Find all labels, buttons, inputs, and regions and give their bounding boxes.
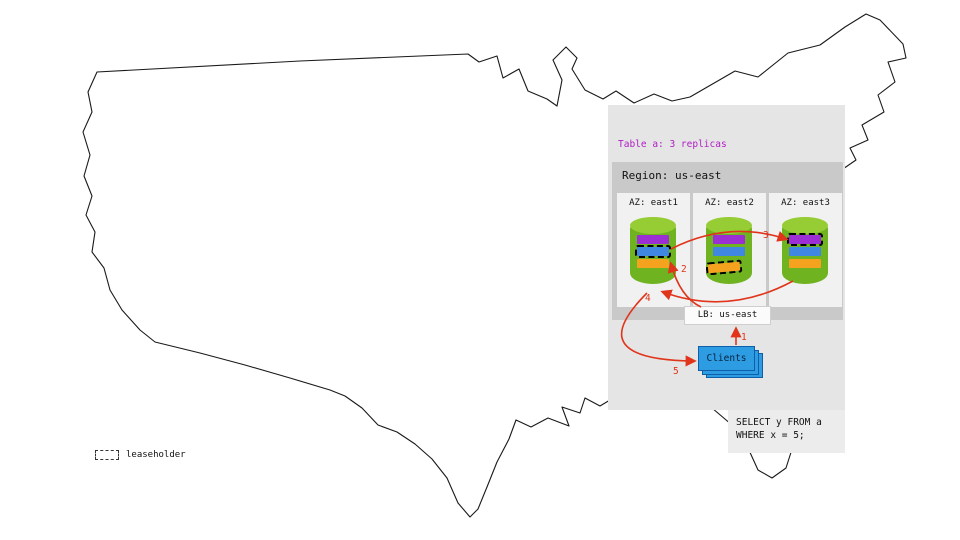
replica-table-a-leaseholder xyxy=(787,233,823,246)
clients-label: Clients xyxy=(698,346,755,371)
az-box-east3: AZ: east3 xyxy=(769,193,842,307)
sql-query-line2: WHERE x = 5; xyxy=(736,430,805,441)
load-balancer-box: LB: us-east xyxy=(684,306,771,325)
legend-item-table-a: Table a: 3 replicas xyxy=(618,139,727,150)
db-cylinder-east1 xyxy=(630,217,676,284)
replica-bars-east2 xyxy=(705,235,745,276)
region-title: Region: us-east xyxy=(622,169,722,182)
leaseholder-legend: leaseholder xyxy=(95,450,186,460)
replica-bars-east1 xyxy=(635,235,671,271)
clients-stack: Clients xyxy=(698,346,768,382)
az-label-east3: AZ: east3 xyxy=(781,198,830,208)
region-box: Region: us-east AZ: east1 AZ: east2 xyxy=(612,162,843,320)
sql-query-line1: SELECT y FROM a xyxy=(736,417,822,428)
replica-index-a-leaseholder xyxy=(635,245,671,258)
az-row: AZ: east1 AZ: east2 xyxy=(617,193,842,307)
leaseholder-legend-label: leaseholder xyxy=(126,450,186,460)
az-box-east1: AZ: east1 xyxy=(617,193,690,307)
replica-table-a xyxy=(637,235,669,244)
replica-index-a xyxy=(789,247,821,256)
az-label-east2: AZ: east2 xyxy=(705,198,754,208)
replica-table-a xyxy=(713,235,745,244)
db-cylinder-east2 xyxy=(705,217,752,284)
replica-table-b xyxy=(789,259,821,268)
replica-index-a xyxy=(713,247,745,256)
replica-bars-east3 xyxy=(787,233,823,271)
sql-query-box: SELECT y FROM a WHERE x = 5; xyxy=(728,408,845,453)
replica-table-b-leaseholder xyxy=(705,259,743,276)
leaseholder-swatch-icon xyxy=(95,450,119,460)
az-box-east2: AZ: east2 xyxy=(693,193,766,307)
az-label-east1: AZ: east1 xyxy=(629,198,678,208)
replica-table-b xyxy=(637,259,669,268)
db-cylinder-east3 xyxy=(782,217,828,284)
